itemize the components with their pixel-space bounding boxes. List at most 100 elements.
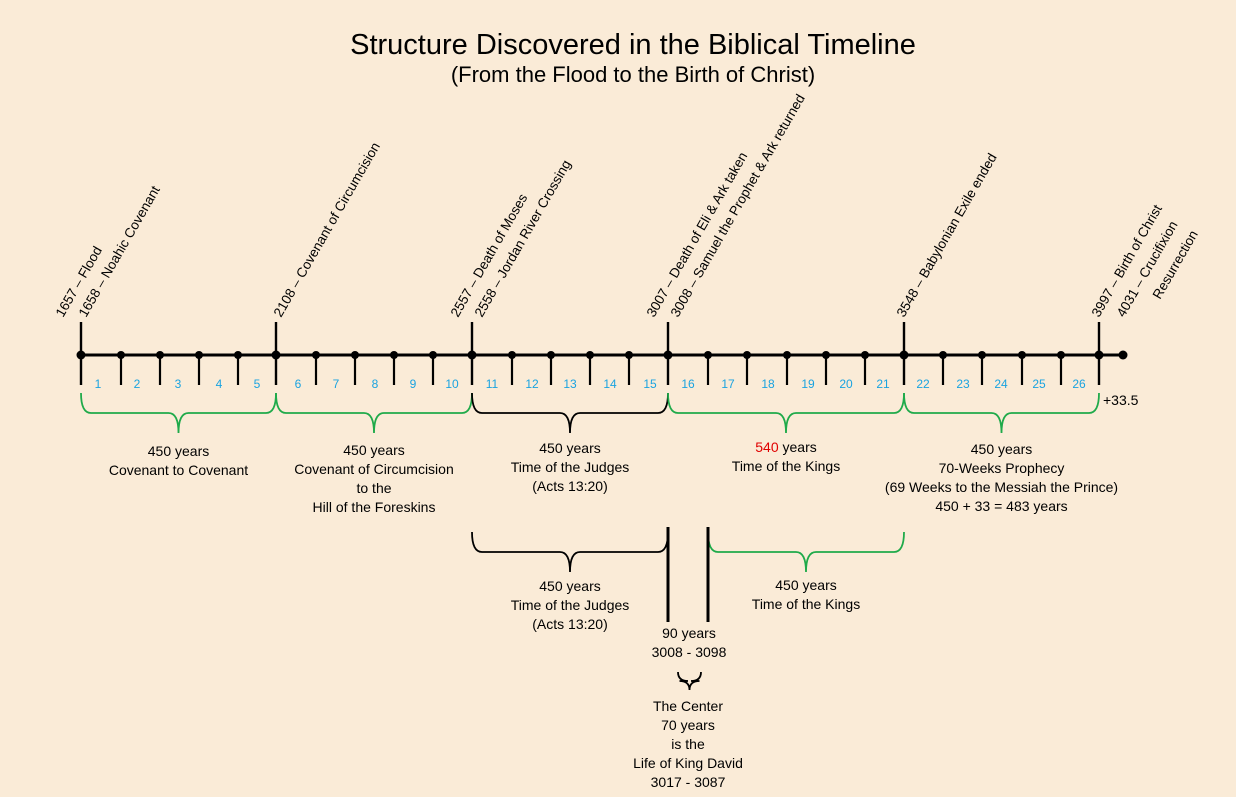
minor-dot: [547, 351, 555, 359]
period-label: Hill of the Foreskins: [313, 499, 436, 515]
segment-number: 22: [916, 377, 930, 391]
segment-number: 11: [486, 377, 499, 391]
major-dot: [271, 350, 281, 360]
diagram-subtitle: (From the Flood to the Birth of Christ): [451, 62, 815, 87]
segment-number: 16: [681, 377, 695, 391]
segment-number: 7: [333, 377, 340, 391]
kings-label: 450 years: [775, 577, 836, 593]
segment-number: 17: [721, 377, 735, 391]
judges-label: 450 years: [539, 578, 600, 594]
kings-label: Time of the Kings: [752, 596, 860, 612]
center-label: Life of King David: [633, 755, 743, 771]
segment-number: 20: [839, 377, 853, 391]
minor-dot: [743, 351, 751, 359]
period-label: 450 years: [343, 442, 404, 458]
minor-dot: [1018, 351, 1026, 359]
period-label: 540 years: [755, 439, 816, 455]
minor-dot: [978, 351, 986, 359]
minor-dot: [156, 351, 164, 359]
minor-dot: [822, 351, 830, 359]
judges-label: Time of the Judges: [511, 597, 630, 613]
center-label: is the: [671, 736, 705, 752]
segment-number: 15: [643, 377, 657, 391]
minor-dot: [195, 351, 203, 359]
highlight-number: 540: [755, 439, 779, 455]
period-label: Covenant to Covenant: [109, 462, 248, 478]
period-label: 450 years: [971, 441, 1032, 457]
minor-dot: [704, 351, 712, 359]
segment-number: 10: [445, 377, 459, 391]
gap-label: 3008 - 3098: [652, 644, 727, 660]
event-label: 3548 – Babylonian Exile ended: [894, 151, 1000, 320]
minor-dot: [234, 351, 242, 359]
segment-number: 25: [1032, 377, 1046, 391]
segment-number: 26: [1072, 377, 1086, 391]
extra-label: +33.5: [1103, 392, 1139, 408]
segment-number: 9: [410, 377, 417, 391]
period-brace: [903, 392, 1100, 434]
period-label: Time of the Kings: [732, 458, 840, 474]
event-label: 2558 – Jordan River Crossing: [472, 157, 574, 319]
major-dot: [76, 350, 86, 360]
segment-number: 8: [372, 377, 379, 391]
segment-number: 24: [994, 377, 1008, 391]
major-dot: [899, 350, 909, 360]
segment-number: 21: [876, 377, 890, 391]
period-label: 450 years: [539, 440, 600, 456]
minor-dot: [312, 351, 320, 359]
end-dot: [1118, 350, 1128, 360]
minor-dot: [1057, 351, 1065, 359]
event-label: 2108 – Covenant of Circumcision: [271, 140, 383, 320]
period-label: to the: [356, 480, 391, 496]
segment-number: 1: [95, 377, 102, 391]
major-dot: [467, 350, 477, 360]
minor-dot: [783, 351, 791, 359]
segment-number: 5: [254, 377, 261, 391]
diagram-title: Structure Discovered in the Biblical Tim…: [350, 29, 916, 61]
segment-number: 6: [295, 377, 302, 391]
minor-dot: [429, 351, 437, 359]
minor-dot: [625, 351, 633, 359]
segment-number: 2: [134, 377, 141, 391]
minor-dot: [861, 351, 869, 359]
segment-number: 14: [603, 377, 617, 391]
segment-number: 13: [563, 377, 577, 391]
center-label: 70 years: [661, 717, 715, 733]
minor-dot: [351, 351, 359, 359]
period-unit: years: [779, 439, 817, 455]
period-brace: [667, 392, 905, 434]
period-label: 450 years: [148, 443, 209, 459]
major-dot: [663, 350, 673, 360]
period-label: 70-Weeks Prophecy: [939, 460, 1065, 476]
gap-label: 90 years: [662, 625, 716, 641]
kings-brace: [707, 531, 905, 573]
period-label: Time of the Judges: [511, 459, 630, 475]
center-label: The Center: [653, 698, 723, 714]
judges-brace: [471, 531, 669, 573]
center-label: 3017 - 3087: [651, 774, 726, 790]
period-label: Covenant of Circumcision: [294, 461, 454, 477]
period-label: (Acts 13:20): [532, 478, 607, 494]
period-brace: [80, 392, 277, 434]
period-brace: [471, 392, 669, 434]
minor-dot: [939, 351, 947, 359]
period-brace: [275, 392, 473, 434]
segment-number: 3: [175, 377, 182, 391]
segment-number: 19: [801, 377, 815, 391]
segment-number: 12: [525, 377, 539, 391]
major-dot: [1094, 350, 1104, 360]
event-label: 3008 – Samuel the Prophet & Ark returned: [668, 92, 808, 320]
minor-dot: [117, 351, 125, 359]
segment-number: 18: [761, 377, 775, 391]
minor-dot: [508, 351, 516, 359]
minor-dot: [390, 351, 398, 359]
period-label: (69 Weeks to the Messiah the Prince): [885, 479, 1118, 495]
segment-number: 4: [216, 377, 223, 391]
event-label: 3007 – Death of Eli & Ark taken: [644, 150, 751, 320]
